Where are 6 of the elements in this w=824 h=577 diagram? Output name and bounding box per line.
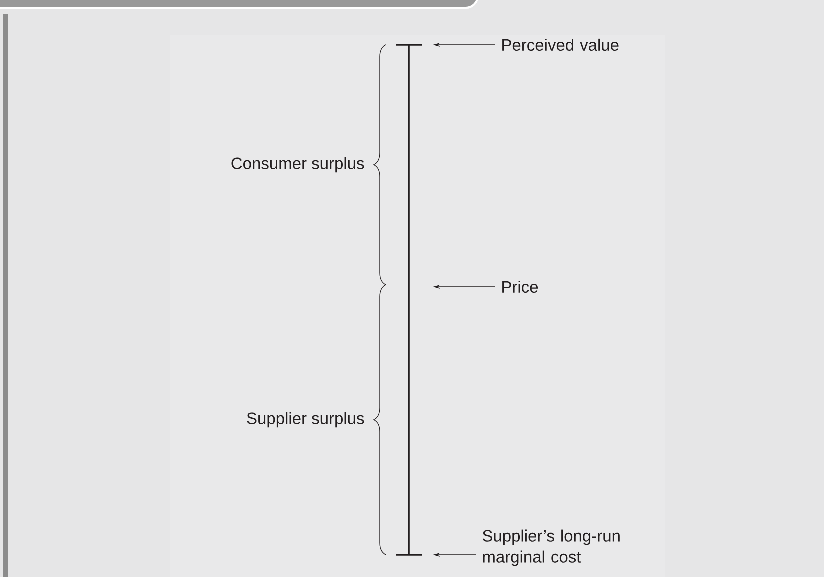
annotation-label: Perceived value [502,38,619,52]
annotation-label: Price [502,280,538,294]
brace-label: Supplier surplus [247,412,364,428]
vertical-scale [395,44,423,556]
annotation-label: Supplier’s long-run marginal cost [482,530,620,566]
brace-label: Consumer surplus [232,157,364,173]
